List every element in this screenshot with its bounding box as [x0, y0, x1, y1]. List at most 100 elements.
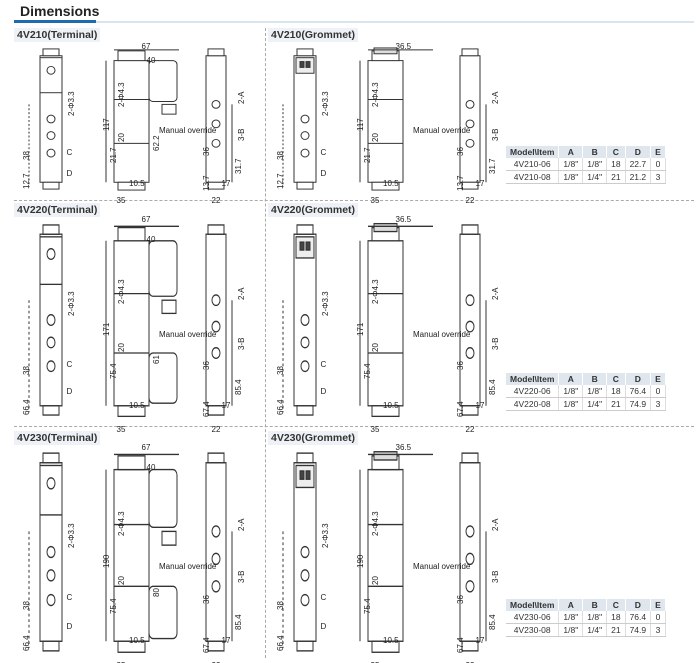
dim-left-38: 38	[275, 366, 285, 376]
dim-r36: 36	[201, 360, 211, 370]
table-cell: 4V210-08	[506, 170, 560, 184]
table-cell: 1/8"	[558, 623, 584, 637]
dim-r36: 36	[455, 360, 465, 370]
dim-b10: 10.5	[383, 636, 399, 646]
panel-title: 4V210(Grommet)	[268, 28, 359, 42]
column-header: C	[606, 146, 626, 158]
dim-left-low: 66.4	[21, 635, 31, 651]
dim-r36: 36	[455, 594, 465, 604]
dim-height: 117	[101, 117, 111, 131]
column-header: B	[582, 599, 608, 611]
table-cell: 76.4	[625, 385, 652, 398]
dim-side: 80	[151, 588, 161, 598]
dim-manual: Manual override	[413, 329, 471, 339]
dim-w-total: 67	[141, 41, 151, 51]
dim-left-38: 38	[275, 150, 285, 160]
header-accent	[14, 20, 96, 23]
table-cell: 4V210-06	[506, 158, 560, 171]
dim-w-total: 36.5	[395, 215, 412, 225]
column-header: D	[625, 373, 652, 385]
dim-mid: 75.4	[109, 598, 118, 614]
dim-r17: 17	[221, 401, 231, 411]
table-cell: 18	[606, 158, 626, 171]
dim-r22: 22	[465, 424, 475, 434]
table-cell: 3	[650, 397, 666, 411]
dim-w-inner: 40	[146, 463, 156, 473]
dim-r-low: 67.4	[201, 637, 211, 653]
dim-d: D	[66, 387, 73, 397]
dim-r3b: 3-B	[490, 570, 500, 583]
panel-title: 4V210(Terminal)	[14, 28, 101, 42]
dim-b35: 35	[116, 196, 126, 206]
dim-d: D	[66, 622, 73, 632]
table-cell: 18	[606, 611, 626, 624]
dim-mid: 75.4	[363, 363, 372, 380]
table-cell: 1/8"	[582, 611, 608, 624]
dim-w-total: 67	[141, 442, 151, 452]
table-cell: 21.2	[625, 170, 652, 184]
panel-title: 4V230(Grommet)	[268, 431, 359, 445]
column-header: E	[650, 146, 666, 158]
dim-r17: 17	[475, 401, 485, 411]
dim-hole2: 2-Φ4.3	[116, 510, 126, 536]
table-cell: 1/8"	[558, 385, 584, 398]
dim-r22: 22	[466, 661, 475, 663]
dim-r-tall: 31.7	[234, 158, 243, 175]
dim-mid: 75.4	[109, 363, 118, 380]
dim-c: C	[66, 593, 73, 603]
dim-r22: 22	[211, 196, 221, 206]
dim-r2a: 2-A	[236, 518, 246, 532]
dim-side: 62.2	[151, 135, 161, 152]
dim-r-tall: 85.4	[488, 379, 497, 396]
dim-hole2: 2-Φ4.3	[116, 82, 126, 108]
dim-r-tall: 85.4	[234, 614, 243, 631]
dim-manual: Manual override	[159, 562, 217, 572]
dim-d: D	[320, 387, 327, 397]
dim-h20: 20	[116, 576, 126, 585]
table-cell: 1/8"	[558, 397, 584, 411]
dim-r-low: 67.4	[455, 637, 465, 653]
dim-left-38: 38	[21, 150, 31, 160]
dim-mid: 21.7	[109, 147, 118, 163]
table-cell: 0	[650, 385, 666, 398]
column-header: D	[625, 599, 652, 611]
dim-b35: 35	[117, 661, 126, 663]
table-cell: 1/8"	[558, 611, 584, 624]
table-cell: 0	[650, 611, 666, 624]
dim-b35: 35	[370, 196, 380, 206]
column-header: E	[650, 599, 666, 611]
dim-h20: 20	[116, 133, 126, 143]
dim-c: C	[320, 359, 327, 369]
dim-hole2: 2-Φ4.3	[116, 279, 126, 305]
dim-hole2: 2-Φ4.3	[370, 279, 380, 305]
table-cell: 1/8"	[558, 170, 584, 184]
dim-h20: 20	[116, 342, 126, 352]
dim-left-low: 66.4	[275, 635, 285, 651]
column-header: B	[582, 373, 608, 385]
valve-drawing	[282, 47, 487, 191]
dim-h20: 20	[370, 342, 380, 352]
dim-r2a: 2-A	[236, 91, 246, 105]
valve-drawing	[28, 452, 233, 653]
dim-c: C	[66, 359, 73, 369]
dim-hole2: 2-Φ4.3	[370, 510, 380, 536]
dim-b10: 10.5	[383, 178, 399, 188]
dim-h20: 20	[370, 133, 380, 143]
dim-c: C	[320, 593, 327, 603]
valve-drawing	[28, 224, 233, 418]
dim-height: 171	[101, 322, 111, 336]
column-header: A	[558, 146, 584, 158]
dim-r2a: 2-A	[490, 518, 500, 532]
dim-w-inner: 40	[146, 234, 156, 244]
